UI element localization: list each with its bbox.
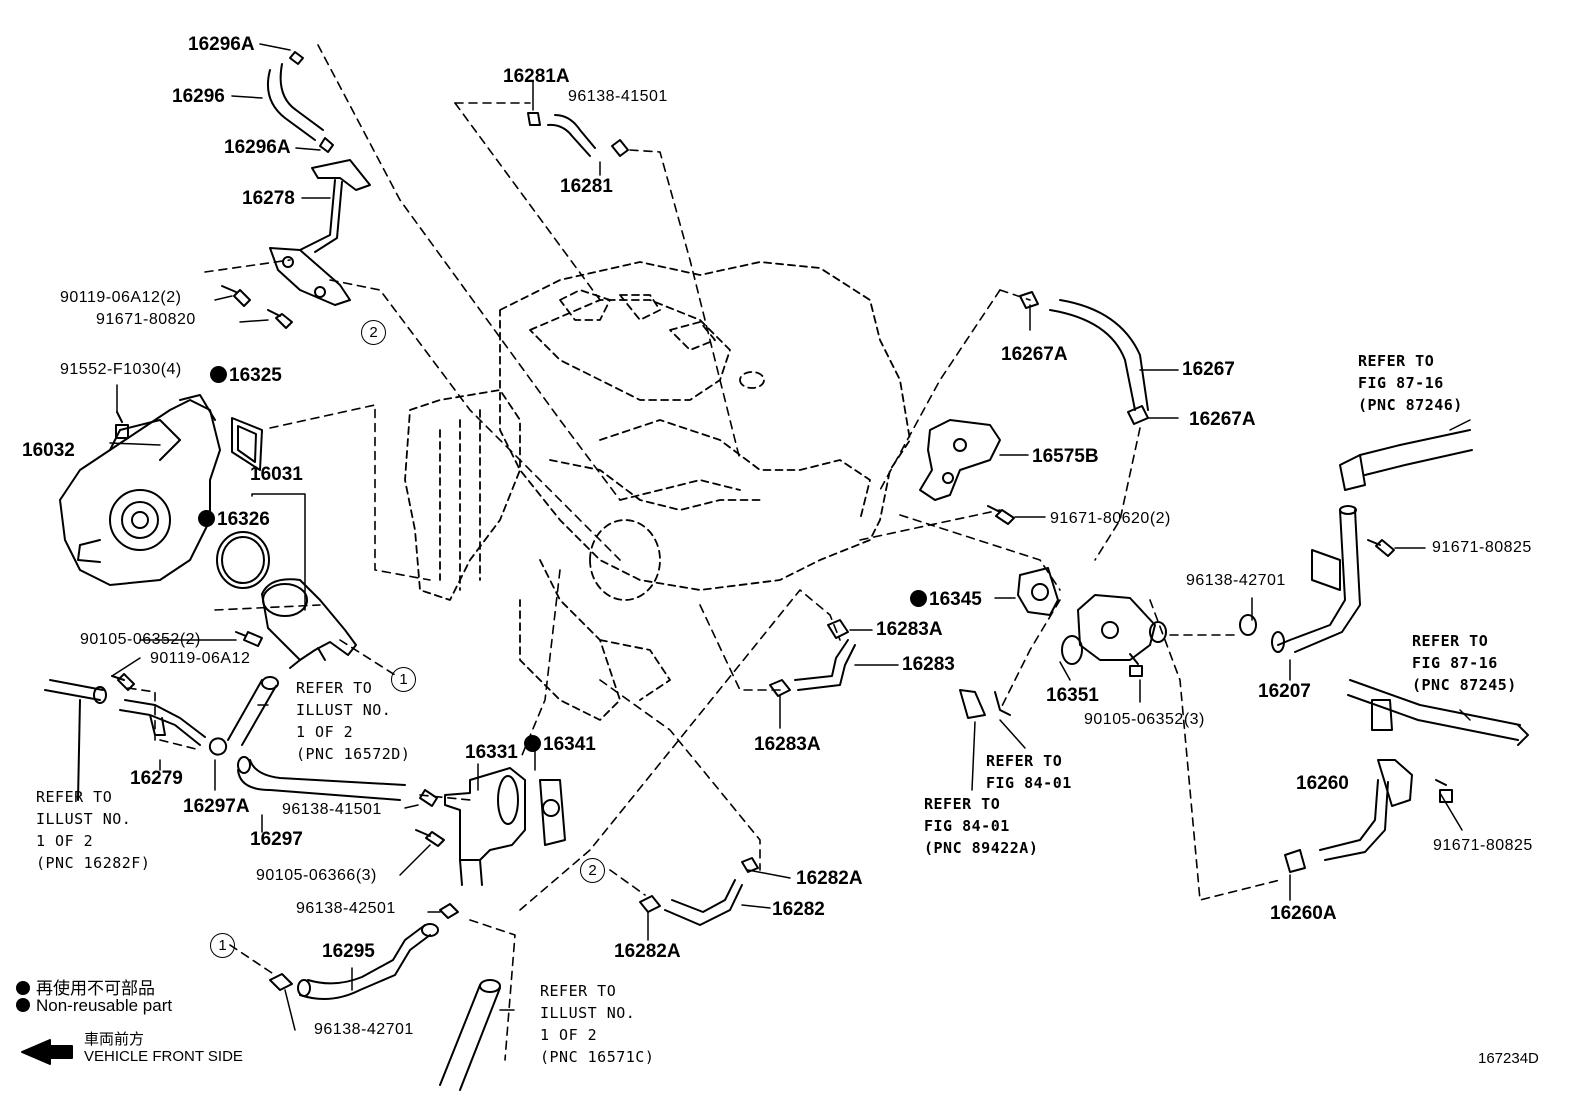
clamp-16297A: [208, 737, 228, 756]
pipe-16278: [269, 159, 371, 306]
water-pump-16032: [59, 394, 221, 586]
hose-16296: [266, 51, 334, 153]
front-side-jp: 車両前方: [84, 1031, 145, 1048]
pipe-16207: [1271, 505, 1361, 653]
part-label-90105-2: 90105-06352(2): [80, 631, 201, 648]
part-label-91671-80825-b: 91671-80825: [1433, 837, 1533, 854]
bracket-16575B: [919, 419, 1001, 501]
part-label-91552: 91552-F1030(4): [60, 361, 182, 378]
legend-en: Non-reusable part: [16, 996, 172, 1016]
legend-jp: 再使用不可部品: [16, 974, 155, 999]
part-label-16282: 16282: [772, 899, 825, 920]
gasket-16325: [231, 417, 263, 471]
part-label-16351: 16351: [1046, 685, 1099, 706]
part-label-96138-41501-t: 96138-41501: [568, 88, 668, 105]
part-label-16267: 16267: [1182, 359, 1235, 380]
part-label-16331: 16331: [465, 742, 518, 763]
part-label-96138-42701-r: 96138-42701: [1186, 572, 1286, 589]
part-label-16326: 16326: [198, 510, 270, 529]
non-reusable-dot-icon: [16, 981, 30, 995]
refer-note-fig87-b: REFER TO FIG 87-16 (PNC 87245): [1412, 632, 1517, 694]
hose-87245: [1347, 679, 1529, 746]
part-label-16283A-b: 16283A: [754, 734, 821, 755]
hose-16281: [527, 112, 629, 157]
part-label-96138-41501-b: 96138-41501: [282, 801, 382, 818]
non-reusable-dot-icon: [16, 998, 30, 1012]
part-label-91671-80620: 91671-80620(2): [1050, 510, 1171, 527]
housing-16031: [261, 578, 357, 669]
callout-1-mid: 1: [391, 667, 416, 692]
hose-16297: [237, 756, 406, 801]
refer-note-16282F: REFER TO ILLUST NO. 1 OF 2 (PNC 16282F): [36, 788, 151, 872]
part-label-90119-2: 90119-06A12(2): [60, 289, 182, 306]
gasket-16341: [539, 779, 566, 846]
non-reusable-dot-icon: [524, 735, 541, 752]
part-label-96138-42501: 96138-42501: [296, 900, 396, 917]
pipe-16279: [119, 699, 206, 746]
part-label-16267A-l: 16267A: [1001, 344, 1068, 365]
non-reusable-dot-icon: [210, 366, 227, 383]
hose-16571C: [439, 979, 501, 1091]
part-label-16267A-r: 16267A: [1189, 409, 1256, 430]
part-label-96138-42701-b: 96138-42701: [314, 1021, 414, 1038]
part-label-16278: 16278: [242, 188, 295, 209]
part-label-16296A-top: 16296A: [188, 34, 255, 55]
refer-note-fig84-b: REFER TO FIG 84-01 (PNC 89422A): [924, 795, 1039, 857]
hose-16260: [1284, 759, 1413, 873]
part-label-16031: 16031: [250, 464, 303, 485]
refer-note-fig84-a: REFER TO FIG 84-01: [986, 752, 1072, 792]
hose-16282: [639, 857, 759, 926]
part-label-90105-06366: 90105-06366(3): [256, 867, 377, 884]
leader-lines: [127, 44, 1281, 1061]
front-side-en: VEHICLE FRONT SIDE: [84, 1048, 243, 1065]
hose-16572D: [227, 676, 279, 746]
refer-note-16572D: REFER TO ILLUST NO. 1 OF 2 (PNC 16572D): [296, 679, 411, 763]
sensor-89422A: [959, 689, 1011, 719]
part-label-16296A-bot: 16296A: [224, 137, 291, 158]
thermostat-16331: [444, 767, 526, 886]
inlet-16351: [1061, 594, 1167, 665]
part-label-16282A-r: 16282A: [796, 868, 863, 889]
hose-left-pipe: [44, 679, 107, 801]
part-label-91671-80820: 91671-80820: [96, 311, 196, 328]
part-label-16260A: 16260A: [1270, 903, 1337, 924]
part-label-16575B: 16575B: [1032, 446, 1099, 467]
callout-1-bottom: 1: [210, 933, 235, 958]
part-label-16297: 16297: [250, 829, 303, 850]
non-reusable-dot-icon: [198, 510, 215, 527]
callout-2-bottom: 2: [580, 858, 605, 883]
refer-note-fig87-a: REFER TO FIG 87-16 (PNC 87246): [1358, 352, 1463, 414]
refer-note-16571C: REFER TO ILLUST NO. 1 OF 2 (PNC 16571C): [540, 982, 655, 1066]
part-label-91671-80825-a: 91671-80825: [1432, 539, 1532, 556]
hose-16283: [769, 619, 856, 697]
callout-2-top: 2: [361, 320, 386, 345]
solid-leaders: [109, 43, 1471, 1031]
part-label-16296: 16296: [172, 86, 225, 107]
part-label-16282A-b: 16282A: [614, 941, 681, 962]
part-label-16279: 16279: [130, 768, 183, 789]
figure-id: 167234D: [1478, 1050, 1539, 1067]
hose-87246: [1339, 429, 1473, 491]
engine-block: [404, 261, 911, 721]
o-ring-16326: [216, 531, 270, 589]
part-label-16345: 16345: [910, 590, 982, 609]
part-label-16032: 16032: [22, 440, 75, 461]
part-label-90105-06352-3: 90105-06352(3): [1084, 711, 1205, 728]
front-arrow-icon: [21, 1039, 73, 1065]
part-label-16283: 16283: [902, 654, 955, 675]
hose-16295: [297, 923, 439, 1000]
part-label-16207: 16207: [1258, 681, 1311, 702]
part-label-16281: 16281: [560, 176, 613, 197]
non-reusable-dot-icon: [910, 590, 927, 607]
part-label-16295: 16295: [322, 941, 375, 962]
part-label-90119: 90119-06A12: [150, 650, 251, 667]
part-label-16281A: 16281A: [503, 66, 570, 87]
part-label-16297A: 16297A: [183, 796, 250, 817]
part-label-16341: 16341: [524, 735, 596, 754]
part-label-16260: 16260: [1296, 773, 1349, 794]
part-label-16325: 16325: [210, 366, 282, 385]
part-label-16283A-t: 16283A: [876, 619, 943, 640]
gasket-16345: [1017, 567, 1059, 616]
